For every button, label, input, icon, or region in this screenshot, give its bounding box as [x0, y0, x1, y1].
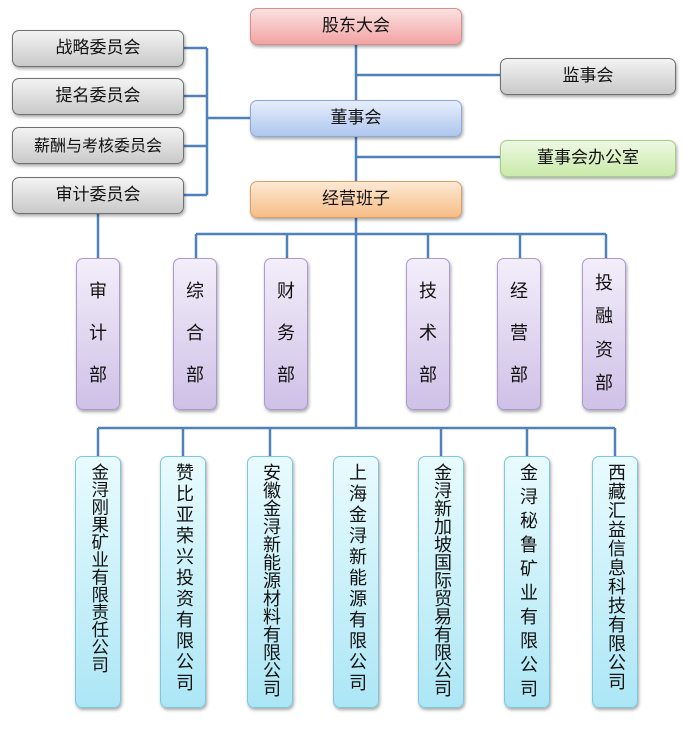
dept-char: 技 — [419, 281, 437, 302]
dept-char: 部 — [186, 365, 204, 386]
dept-char: 术 — [419, 323, 437, 344]
committee-label: 薪酬与考核委员会 — [33, 135, 162, 155]
subsidiary-label: 金浔刚果矿业有限责任公司 — [88, 463, 109, 673]
dept-char: 部 — [89, 365, 107, 386]
dept-general-box: 综 合 部 — [173, 258, 217, 410]
subsidiary-label: 西藏汇益信息科技有限公司 — [605, 463, 626, 691]
dept-char: 部 — [277, 365, 295, 386]
board-box: 董事会 — [250, 100, 462, 137]
subsidiary-singapore-box: 金浔新加坡国际贸易有限公司 — [418, 456, 464, 708]
dept-char: 资 — [595, 339, 613, 361]
subsidiary-tibet-box: 西藏汇益信息科技有限公司 — [592, 456, 638, 708]
dept-char: 务 — [277, 323, 295, 344]
subsidiary-label: 金浔新加坡国际贸易有限公司 — [431, 463, 452, 697]
supervisors-label: 监事会 — [562, 66, 614, 86]
dept-technology-box: 技 术 部 — [406, 258, 450, 410]
dept-char: 融 — [595, 306, 613, 328]
committee-nomination-box: 提名委员会 — [12, 78, 184, 115]
shareholders-meeting-box: 股东大会 — [250, 8, 462, 45]
dept-char: 合 — [186, 323, 204, 344]
committee-remuneration-box: 薪酬与考核委员会 — [12, 127, 184, 164]
subsidiary-peru-box: 金浔秘鲁矿业有限公司 — [504, 456, 550, 708]
dept-char: 部 — [510, 365, 528, 386]
subsidiary-label: 金浔秘鲁矿业有限公司 — [517, 463, 538, 703]
dept-char: 营 — [510, 323, 528, 344]
dept-char: 审 — [89, 281, 107, 302]
dept-finance-box: 财 务 部 — [264, 258, 308, 410]
committee-label: 战略委员会 — [55, 38, 141, 58]
subsidiary-shanghai-box: 上海金浔新能源有限公司 — [333, 456, 379, 708]
dept-investment-financing-box: 投 融 资 部 — [582, 258, 626, 410]
committee-label: 提名委员会 — [55, 86, 141, 106]
dept-char: 综 — [186, 281, 204, 302]
shareholders-meeting-label: 股东大会 — [322, 16, 390, 36]
subsidiary-label: 赞比亚荣兴投资有限公司 — [173, 463, 194, 694]
dept-char: 经 — [510, 281, 528, 302]
dept-char: 计 — [89, 323, 107, 344]
dept-char: 部 — [419, 365, 437, 386]
subsidiary-label: 上海金浔新能源有限公司 — [346, 463, 367, 694]
board-office-box: 董事会办公室 — [500, 140, 676, 177]
dept-char: 财 — [277, 281, 295, 302]
committee-audit-box: 审计委员会 — [12, 177, 184, 214]
subsidiary-congo-box: 金浔刚果矿业有限责任公司 — [75, 456, 121, 708]
management-label: 经营班子 — [322, 189, 390, 209]
dept-char: 部 — [595, 373, 613, 395]
board-label: 董事会 — [330, 108, 382, 128]
dept-char: 投 — [595, 272, 613, 294]
subsidiary-zambia-box: 赞比亚荣兴投资有限公司 — [160, 456, 206, 708]
board-office-label: 董事会办公室 — [537, 148, 639, 168]
supervisors-box: 监事会 — [500, 58, 676, 95]
management-box: 经营班子 — [250, 181, 462, 218]
dept-operations-box: 经 营 部 — [497, 258, 541, 410]
subsidiary-anhui-box: 安徽金浔新能源材料有限公司 — [247, 456, 293, 708]
subsidiary-label: 安徽金浔新能源材料有限公司 — [260, 463, 281, 697]
committee-strategy-box: 战略委员会 — [12, 30, 184, 67]
dept-audit-box: 审 计 部 — [76, 258, 120, 410]
committee-label: 审计委员会 — [55, 185, 141, 205]
